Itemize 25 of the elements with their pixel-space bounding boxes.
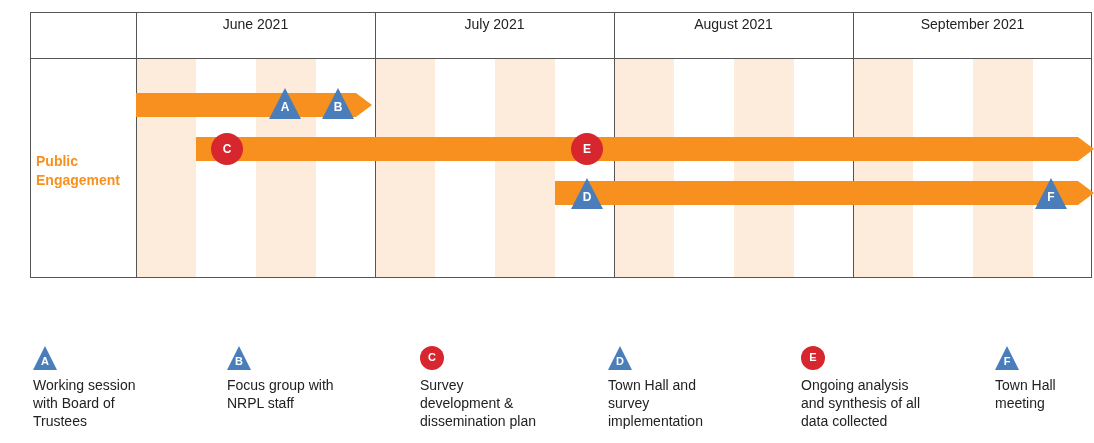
triangle-marker: B [227,346,251,370]
triangle-marker: B [322,88,354,119]
row-label: Public Engagement [36,152,121,190]
milestone-description: Focus group with NRPL staff [227,376,335,412]
circle-marker: E [801,346,825,370]
timeline-bar [196,137,1094,161]
milestone-description: Ongoing analysis and synthesis of all data collected [801,376,922,430]
month-header: August 2021 [693,16,774,32]
milestone-description: Survey development & dissemination plan [420,376,537,430]
triangle-marker: D [571,178,603,209]
triangle-marker: F [995,346,1019,370]
circle-marker: C [420,346,444,370]
circle-marker: E [571,133,603,165]
circle-marker: C [211,133,243,165]
milestone-description: Working session with Board of Trustees [33,376,137,430]
triangle-marker: A [269,88,301,119]
milestone-description: Town Hall meeting [995,376,1057,412]
triangle-marker: A [33,346,57,370]
triangle-marker: D [608,346,632,370]
month-header: September 2021 [919,16,1026,32]
month-header: June 2021 [221,16,290,32]
milestone-description: Town Hall and survey implementation [608,376,704,430]
triangle-marker: F [1035,178,1067,209]
timeline-bar [555,181,1094,205]
month-header: July 2021 [463,16,526,32]
